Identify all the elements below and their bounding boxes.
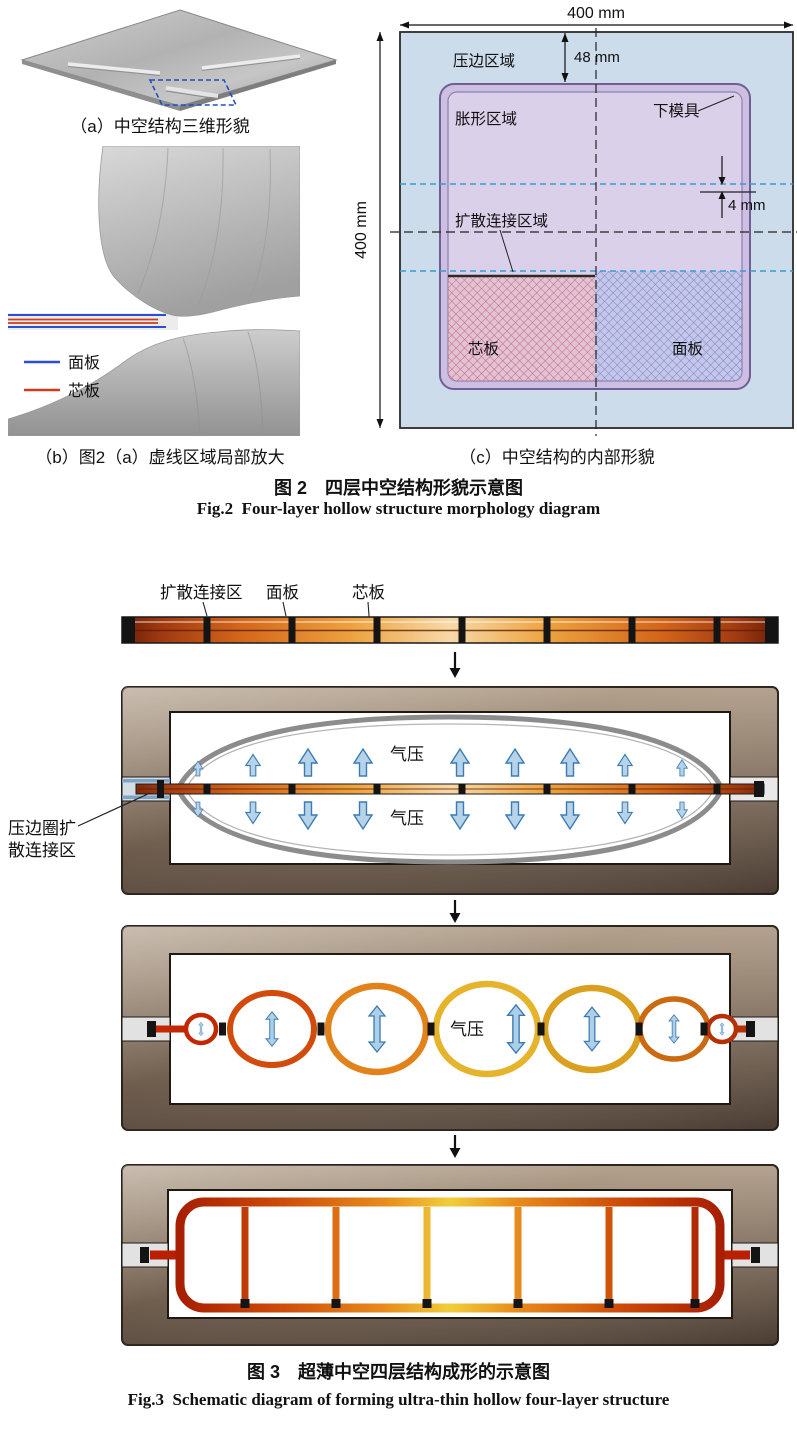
label-clamp-diffusion-zone-line1: 压边圈扩	[8, 819, 76, 838]
legend-core-sheet-label: 芯板	[68, 382, 100, 400]
diffusion-bond-ticks	[203, 617, 721, 643]
label-gas-pressure-bottom: 气压	[390, 809, 424, 828]
lower-die-leader	[697, 95, 735, 112]
diffusion-zone-leader	[499, 229, 514, 273]
core-bond-ticks	[203, 784, 721, 794]
slot-highlight-right	[201, 54, 301, 70]
legend: 面板 芯板	[24, 354, 100, 400]
label-face-sheet: 面板	[672, 340, 703, 358]
dim-height-label: 400 mm	[353, 201, 370, 259]
panel-a-3d-view	[20, 9, 338, 111]
label-gas-pressure-stage3: 气压	[450, 1020, 484, 1039]
panel-b-closeup: 面板 芯板	[8, 146, 300, 436]
label-flange-zone: 压边区域	[453, 52, 515, 70]
label-bulge-zone: 胀形区域	[455, 110, 517, 128]
dimension-core-gap: 4 mm	[700, 156, 766, 218]
dim-core-gap-label: 4 mm	[728, 197, 766, 214]
rib-bond-ticks	[240, 1299, 700, 1308]
panel-b-caption: （b）图2（a）虚线区域局部放大	[35, 448, 285, 467]
clamp-zone-leader	[77, 792, 151, 827]
dimension-width: 400 mm	[400, 5, 793, 29]
figure3-forming-sequence: 扩散连接区 面板 芯板	[8, 583, 779, 1346]
figure2-caption-cn: 图 2 四层中空结构形貌示意图	[273, 478, 523, 498]
panel-c-caption: （c）中空结构的内部形貌	[459, 448, 655, 467]
figure3-caption-en: Fig.3 Schematic diagram of forming ultra…	[127, 1390, 670, 1409]
plate-3d	[20, 9, 338, 111]
label-core-sheet: 芯板	[352, 583, 385, 602]
label-core-sheet: 芯板	[468, 340, 499, 358]
dashed-zoom-region-box	[148, 79, 238, 106]
internal-ribs	[241, 1207, 699, 1303]
dimension-height: 400 mm	[353, 32, 384, 428]
stage2-gas-bulging: 气压 气压 压边圈扩 散连接区	[8, 686, 779, 895]
label-gas-pressure-top: 气压	[390, 745, 424, 764]
process-arrow-1	[449, 652, 461, 678]
label-clamp-diffusion-zone-line2: 散连接区	[8, 841, 76, 860]
hatch-quadrants	[448, 271, 742, 381]
label-diffusion-zone: 扩散连接区域	[455, 212, 548, 230]
core-sheet-hatch	[448, 277, 595, 381]
bubble-bond-ticks	[219, 1022, 708, 1036]
legend-face-sheet-label: 面板	[68, 354, 100, 372]
thin-sheet-band	[8, 313, 178, 330]
process-arrow-2	[449, 900, 461, 923]
label-diffusion-bond-zone: 扩散连接区	[160, 583, 243, 602]
four-layer-sheet-lines	[8, 314, 166, 328]
upper-die-surface	[98, 146, 300, 317]
label-face-sheet: 面板	[266, 583, 299, 602]
stage3-bubble-expansion: 气压	[121, 925, 779, 1131]
face-sheet-hatch	[595, 271, 742, 381]
slot-highlight-left	[67, 62, 161, 75]
panel-a-caption: （a）中空结构三维形貌	[70, 117, 250, 136]
dim-flange-label: 48 mm	[574, 49, 620, 66]
stage4-final-structure	[121, 1164, 779, 1346]
figure2-caption-en: Fig.2 Four-layer hollow structure morpho…	[196, 499, 601, 518]
lower-die-surface	[8, 329, 300, 436]
label-lower-die: 下模具	[653, 102, 700, 120]
dim-width-label: 400 mm	[567, 5, 625, 22]
figure3-caption-cn: 图 3 超薄中空四层结构成形的示意图	[246, 1362, 550, 1382]
panel-c-internal-view: 400 mm 400 mm 48 mm 4 mm 压边区域 胀形区域 下模	[353, 5, 797, 436]
formed-hollow-structure	[175, 1197, 725, 1313]
process-arrow-3	[449, 1135, 461, 1158]
dimension-flange: 48 mm	[561, 33, 620, 82]
stage1-flat-blank: 扩散连接区 面板 芯板	[121, 583, 779, 644]
